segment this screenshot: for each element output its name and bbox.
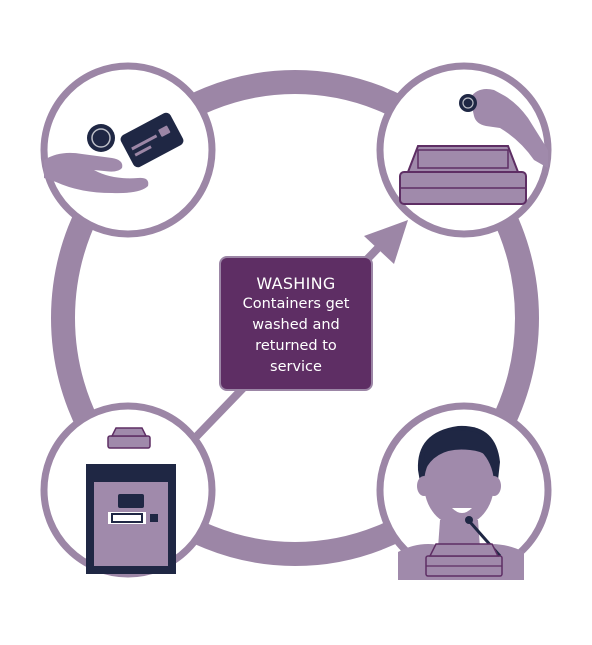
takeout-container-icon bbox=[399, 145, 527, 205]
coin-icon bbox=[87, 124, 115, 152]
stage-container-pickup bbox=[376, 62, 552, 238]
washing-info-box: WASHING Containers get washed and return… bbox=[219, 256, 373, 391]
washing-description: Containers get washed and returned to se… bbox=[242, 296, 350, 375]
washing-title: WASHING bbox=[256, 274, 336, 293]
coin-icon bbox=[459, 94, 477, 112]
card-icon bbox=[120, 112, 184, 168]
takeout-container-icon bbox=[107, 427, 151, 449]
hand-icon bbox=[44, 152, 149, 194]
takeout-container-icon bbox=[425, 543, 503, 577]
stage-return-machine bbox=[40, 402, 216, 578]
return-kiosk-icon bbox=[86, 464, 176, 574]
stage-customer-eating bbox=[376, 402, 552, 580]
stage-payment bbox=[40, 62, 216, 238]
cycle-ring bbox=[51, 70, 539, 566]
hand-icon bbox=[470, 89, 548, 168]
